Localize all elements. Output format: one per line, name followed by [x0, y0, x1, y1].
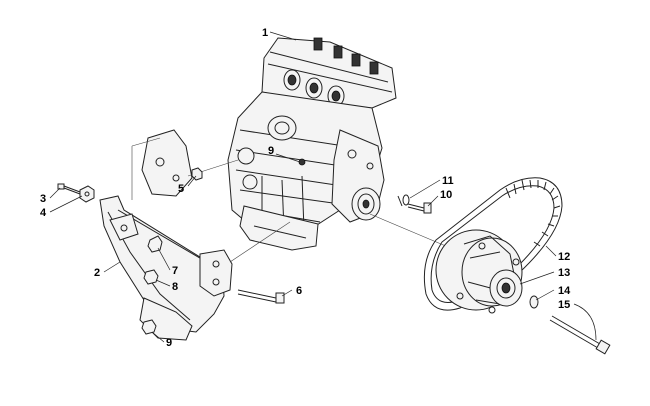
leader-4 [49, 195, 83, 213]
callout-12: 12 [558, 251, 570, 263]
reference-line [229, 221, 291, 263]
leader-1 [269, 31, 297, 41]
leader-9-lower [151, 331, 165, 343]
callout-11: 11 [442, 175, 454, 187]
nut-4 [79, 185, 95, 203]
leader-8 [155, 279, 171, 287]
washer-11 [397, 194, 410, 207]
leader-15 [573, 303, 597, 341]
engine-mount-bracket [99, 129, 233, 341]
leader-9-upper [275, 153, 301, 163]
callout-15: 15 [558, 299, 570, 311]
bolt-9-lower [141, 319, 157, 335]
callout-5: 5 [178, 183, 184, 195]
callout-2: 2 [94, 267, 100, 279]
bolt-15 [549, 315, 611, 355]
reference-line [131, 137, 161, 147]
leader-5 [187, 175, 197, 187]
bolt-6 [237, 289, 285, 304]
nut-5 [191, 167, 203, 181]
bolt-8 [143, 269, 159, 285]
callout-9-upper: 9 [268, 145, 274, 157]
bolt-10 [407, 202, 432, 214]
leader-2 [103, 261, 121, 273]
leader-13 [519, 271, 555, 285]
callout-14: 14 [558, 285, 571, 297]
drive-clutch-belt [423, 177, 563, 314]
leader-6 [281, 289, 293, 297]
callout-6: 6 [296, 285, 302, 297]
leader-3 [49, 187, 61, 199]
engine-assembly [227, 37, 397, 251]
leader-10 [427, 195, 439, 207]
callout-13: 13 [558, 267, 570, 279]
leader-11 [409, 179, 441, 199]
leader-14 [535, 289, 555, 301]
callout-7: 7 [172, 265, 178, 277]
washer-14 [529, 295, 539, 309]
callout-10: 10 [440, 189, 452, 201]
callout-8: 8 [172, 281, 178, 293]
callout-3: 3 [40, 193, 46, 205]
callout-4: 4 [40, 207, 47, 219]
callout-9-lower: 9 [166, 337, 172, 349]
callout-1: 1 [262, 27, 268, 39]
bolt-7 [147, 235, 163, 253]
leader-12 [545, 245, 557, 257]
bolt-3 [57, 183, 81, 195]
leader-7 [157, 247, 171, 271]
